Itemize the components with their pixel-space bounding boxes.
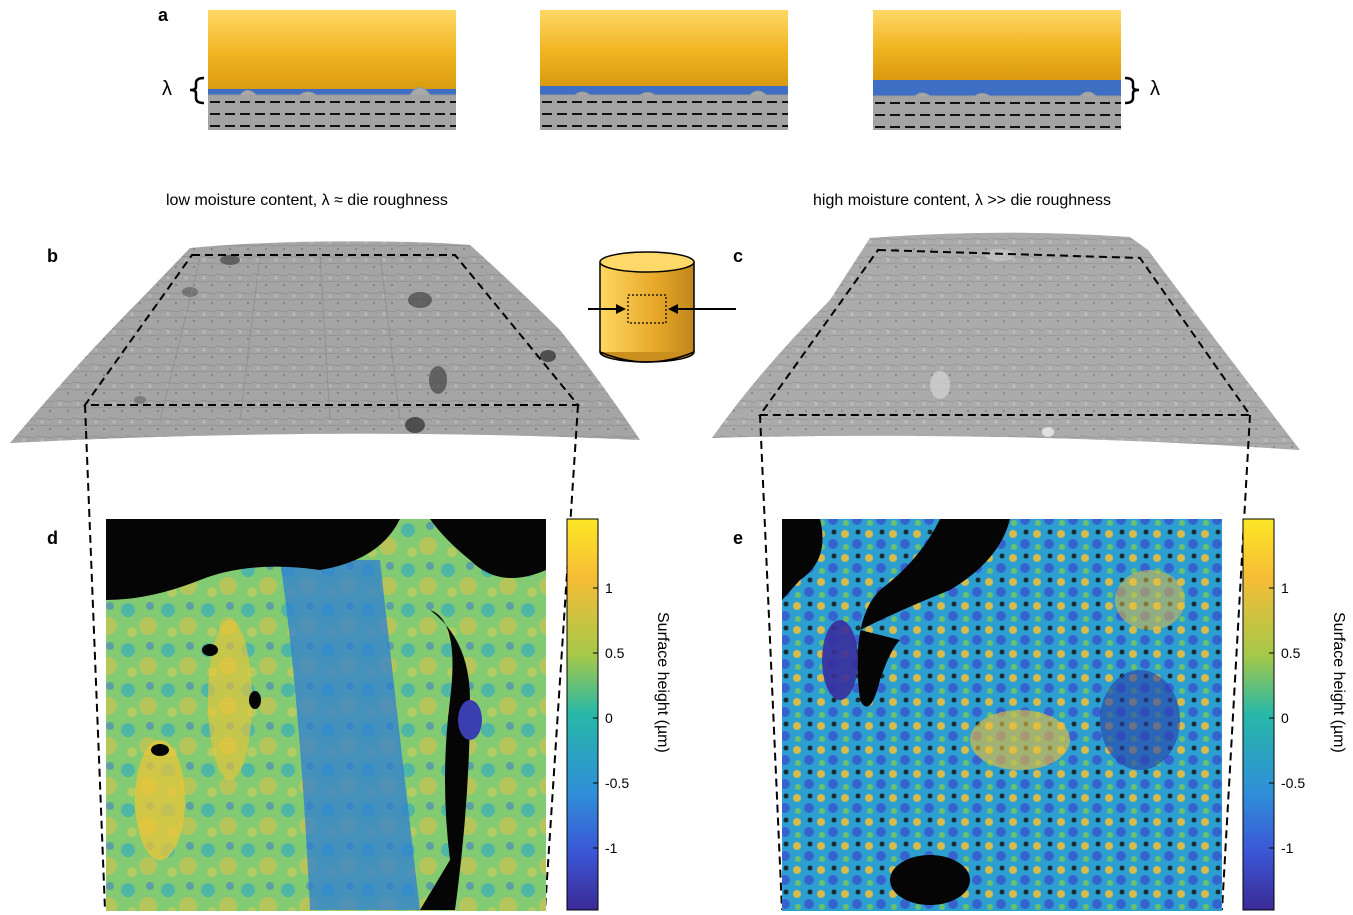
caption-low-moisture: low moisture content, λ ≈ die roughness	[166, 192, 448, 209]
colorbar-e-tick: 0	[1281, 710, 1289, 726]
surface-3d-low-moisture	[10, 241, 640, 443]
colorbar-d-tick: -0.5	[605, 775, 630, 791]
colorbar-d	[566, 518, 599, 911]
caption-high-moisture: high moisture content, λ >> die roughnes…	[813, 192, 1111, 209]
colorbar-e-tick: -0.5	[1281, 775, 1306, 791]
projection-line-c-right	[1221, 414, 1251, 911]
panel-label-e: e	[733, 528, 744, 548]
colorbar-e-title: Surface height (µm)	[1330, 612, 1347, 753]
schematic-block-2	[540, 10, 788, 130]
panel-label-d: d	[47, 528, 58, 548]
panel-label-b: b	[47, 246, 58, 266]
lambda-label-right: λ	[1150, 78, 1160, 100]
projection-line-b-right	[544, 404, 579, 911]
colorbar-d-tick: 1	[605, 580, 613, 596]
panel-label-c: c	[733, 246, 744, 266]
height-map-d	[106, 519, 546, 911]
surface-3d-high-moisture	[712, 232, 1300, 450]
brace-left	[189, 76, 205, 105]
projection-line-c-left	[759, 414, 783, 911]
colorbar-d-tick: 0.5	[605, 645, 625, 661]
projection-line-b-left	[84, 404, 106, 911]
cylinder-icon	[588, 251, 736, 363]
brace-right	[1124, 76, 1140, 105]
colorbar-d-title: Surface height (µm)	[654, 612, 671, 753]
schematic-block-3	[873, 10, 1121, 130]
schematic-block-1	[208, 10, 456, 130]
panel-label-a: a	[158, 5, 169, 25]
colorbar-d-tick: -1	[605, 840, 618, 856]
colorbar-e	[1242, 518, 1275, 911]
colorbar-e-tick: 1	[1281, 580, 1289, 596]
roi-outline-c	[758, 248, 1252, 416]
colorbar-e-tick: 0.5	[1281, 645, 1301, 661]
lambda-label-left: λ	[162, 78, 172, 100]
colorbar-d-tick: 0	[605, 710, 613, 726]
colorbar-e-tick: -1	[1281, 840, 1294, 856]
height-map-e	[782, 519, 1222, 911]
